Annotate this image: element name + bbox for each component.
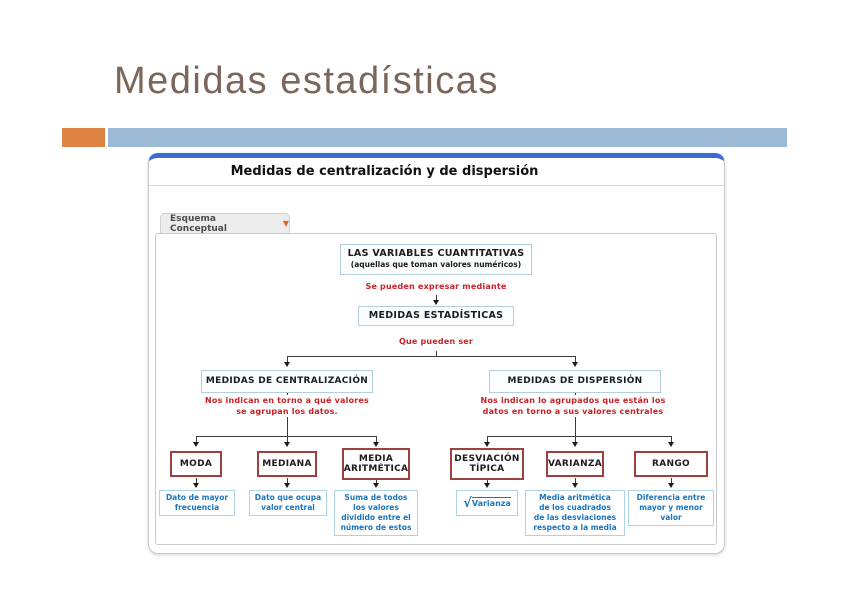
- connector-line: [287, 436, 288, 442]
- accent-blue-bar: [108, 128, 787, 147]
- arrow-down-icon: [373, 442, 379, 447]
- connector-label-2: Que pueden ser: [398, 337, 474, 346]
- radicand-label: Varianza: [471, 497, 511, 508]
- node-medidas-estadisticas: MEDIDAS ESTADÍSTICAS: [358, 306, 514, 326]
- connector-line: [287, 356, 575, 357]
- arrow-down-icon: [572, 483, 578, 488]
- branch-centralizacion: MEDIDAS DE CENTRALIZACIÓN: [201, 370, 373, 393]
- node-variables-cuantitativas: LAS VARIABLES CUANTITATIVAS (aquellas qu…: [340, 244, 532, 275]
- leaf-rango: RANGO: [634, 451, 708, 477]
- arrow-down-icon: [433, 300, 439, 305]
- sqrt-icon: √: [463, 496, 472, 511]
- connector-line: [376, 480, 377, 483]
- connector-line: [196, 436, 376, 437]
- branch-dispersion: MEDIDAS DE DISPERSIÓN: [489, 370, 661, 393]
- arrow-down-icon: [484, 483, 490, 488]
- connector-line: [196, 436, 197, 442]
- tab-esquema-conceptual[interactable]: Esquema Conceptual ▼: [160, 213, 290, 234]
- note-dispersion: Nos indican lo agrupados que están los d…: [473, 395, 673, 417]
- desc-moda: Dato de mayor frecuencia: [159, 490, 235, 516]
- arrow-down-icon: [284, 483, 290, 488]
- panel-divider: [149, 185, 724, 186]
- connector-line: [487, 436, 488, 442]
- note-centralizacion: Nos indican en torno a qué valores se ag…: [187, 395, 387, 417]
- desc-desviacion-tipica: √Varianza: [456, 490, 518, 516]
- arrow-down-icon: [572, 362, 578, 367]
- arrow-down-icon: [193, 483, 199, 488]
- connector-line: [376, 436, 377, 442]
- leaf-moda: MODA: [170, 451, 222, 477]
- tab-label: Esquema Conceptual: [170, 214, 227, 234]
- node-subtitle: (aquellas que toman valores numéricos): [350, 260, 522, 269]
- leaf-media-aritmetica: MEDIA ARITMÉTICA: [342, 448, 410, 480]
- connector-line: [671, 436, 672, 442]
- connector-line: [196, 478, 197, 483]
- chevron-down-icon: ▼: [282, 219, 289, 228]
- accent-orange-block: [62, 128, 105, 147]
- connector-line: [287, 356, 288, 362]
- connector-line: [575, 436, 576, 442]
- arrow-down-icon: [668, 483, 674, 488]
- concept-map-area: LAS VARIABLES CUANTITATIVAS (aquellas qu…: [155, 233, 717, 545]
- desc-mediana: Dato que ocupa valor central: [249, 490, 327, 516]
- page-title: Medidas estadísticas: [114, 60, 499, 102]
- connector-line: [287, 478, 288, 483]
- arrow-down-icon: [668, 442, 674, 447]
- desc-varianza: Media aritmética de los cuadrados de las…: [525, 490, 625, 536]
- arrow-down-icon: [572, 442, 578, 447]
- leaf-mediana: MEDIANA: [257, 451, 317, 477]
- arrow-down-icon: [484, 442, 490, 447]
- panel-title: Medidas de centralización y de dispersió…: [230, 164, 539, 179]
- node-title: LAS VARIABLES CUANTITATIVAS: [347, 248, 525, 259]
- connector-line: [436, 351, 437, 356]
- connector-line: [487, 480, 488, 483]
- connector-line: [575, 356, 576, 362]
- connector-line: [436, 295, 437, 300]
- arrow-down-icon: [373, 483, 379, 488]
- leaf-desviacion-tipica: DESVIACIÓN TÍPICA: [450, 448, 524, 480]
- arrow-down-icon: [284, 442, 290, 447]
- connector-label-1: Se pueden expresar mediante: [365, 282, 507, 291]
- desc-media-aritmetica: Suma de todos los valores dividido entre…: [334, 490, 418, 536]
- connector-line: [575, 478, 576, 483]
- connector-line: [671, 478, 672, 483]
- connector-line: [487, 436, 671, 437]
- arrow-down-icon: [193, 442, 199, 447]
- desc-rango: Diferencia entre mayor y menor valor: [628, 490, 714, 526]
- arrow-down-icon: [284, 362, 290, 367]
- embedded-panel: Medidas de centralización y de dispersió…: [148, 153, 725, 554]
- leaf-varianza: VARIANZA: [546, 451, 604, 477]
